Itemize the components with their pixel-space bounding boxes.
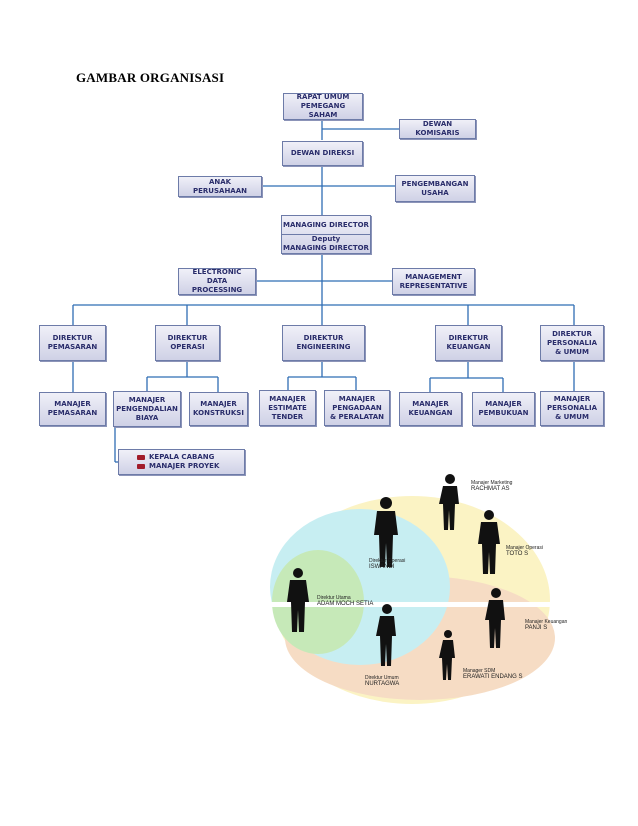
manajer-pembukuan-box[interactable]: MANAJER PEMBUKUAN <box>472 392 535 426</box>
manajer-personalia-box[interactable]: MANAJER PERSONALIA & UMUM <box>540 391 604 426</box>
manajer-keuangan-box[interactable]: MANAJER KEUANGAN <box>399 392 462 426</box>
direktur-operasi-box[interactable]: DIREKTUR OPERASI <box>155 325 220 361</box>
mgr-personalia-line2: PERSONALIA <box>546 404 598 412</box>
direktur-keuangan-box[interactable]: DIREKTUR KEUANGAN <box>435 325 502 361</box>
edp-line1: ELECTRONIC <box>192 268 242 276</box>
mgr-estimate-line2: ESTIMATE <box>268 403 307 412</box>
direksi-box[interactable]: DEWAN DIREKSI <box>282 141 363 166</box>
mr-line2: REPRESENTATIVE <box>399 281 468 290</box>
mgr-pengadaan-line3: & PERALATAN <box>329 412 385 421</box>
edp-line2: DATA PROCESSING <box>191 277 243 294</box>
person-direktur-utama <box>287 568 309 632</box>
red-marker-icon <box>137 455 145 460</box>
legend-manajer-proyek: MANAJER PROYEK <box>149 462 220 470</box>
person-manajer-keuangan <box>485 588 505 648</box>
direktur-personalia-box[interactable]: DIREKTUR PERSONALIA & UMUM <box>540 325 604 361</box>
person-direktur-operasi <box>374 497 398 567</box>
mgr-pengadaan-line2: PENGADAAN <box>332 403 382 412</box>
person-manajer-operasi <box>478 510 500 574</box>
mgr-keuangan-line2: KEUANGAN <box>408 409 453 417</box>
red-marker-icon <box>137 464 145 469</box>
deputy-line2: MANAGING DIRECTOR <box>283 244 369 252</box>
deputy-line1: Deputy <box>311 235 341 243</box>
komisaris-box[interactable]: DEWAN KOMISARIS <box>399 119 476 139</box>
rups-box[interactable]: RAPAT UMUM PEMEGANG SAHAM <box>283 93 363 120</box>
mgr-personalia-line1: MANAJER <box>553 395 591 403</box>
legend-kepala-cabang: KEPALA CABANG <box>149 453 215 461</box>
mgr-keuangan-line1: MANAJER <box>412 400 449 408</box>
dir-operasi-line1: DIREKTUR <box>167 334 208 342</box>
direktur-engineering-box[interactable]: DIREKTUR ENGINEERING <box>282 325 365 361</box>
person-manajer-marketing <box>439 474 459 530</box>
manajer-pemasaran-box[interactable]: MANAJER PEMASARAN <box>39 392 106 426</box>
management-rep-box[interactable]: MANAGEMENT REPRESENTATIVE <box>392 268 475 295</box>
mgr-konstruksi-line1: MANAJER <box>200 400 237 408</box>
mgr-pembukuan-line2: PEMBUKUAN <box>478 409 529 417</box>
mgr-pengadaan-line1: MANAJER <box>338 394 376 403</box>
mgr-pengendalian-line2: PENGENDALIAN <box>116 404 178 413</box>
legend-row-kepala-cabang: KEPALA CABANG <box>137 453 214 462</box>
mgr-estimate-line3: TENDER <box>271 412 304 421</box>
rups-line1: RAPAT UMUM <box>296 93 350 101</box>
mr-line1: MANAGEMENT <box>405 272 462 281</box>
manajer-konstruksi-box[interactable]: MANAJER KONSTRUKSI <box>189 392 248 426</box>
dir-keuangan-line2: KEUANGAN <box>446 343 491 351</box>
mgr-estimate-line1: MANAJER <box>269 394 306 403</box>
direksi-label: DEWAN DIREKSI <box>290 149 355 157</box>
dir-keuangan-line1: DIREKTUR <box>448 334 489 342</box>
legend-row-manajer-proyek: MANAJER PROYEK <box>137 462 219 471</box>
md-label: MANAGING DIRECTOR <box>283 220 369 229</box>
dir-personalia-line2: PERSONALIA <box>546 338 598 347</box>
dir-pemasaran-line1: DIREKTUR <box>52 334 93 342</box>
dir-operasi-line2: OPERASI <box>170 343 205 351</box>
legend-box: KEPALA CABANG MANAJER PROYEK <box>118 449 245 475</box>
dir-engineering-line1: DIREKTUR <box>303 334 344 342</box>
mgr-pemasaran-line1: MANAJER <box>54 400 91 408</box>
dir-pemasaran-line2: PEMASARAN <box>47 343 98 351</box>
team-ellipses <box>265 474 595 704</box>
person-manager-sdm <box>439 630 455 680</box>
person-direktur-umum <box>376 604 396 666</box>
mgr-personalia-line3: & UMUM <box>555 413 589 421</box>
pengembangan-box[interactable]: PENGEMBANGAN USAHA <box>395 175 475 202</box>
managing-director-box[interactable]: MANAGING DIRECTOR Deputy MANAGING DIRECT… <box>281 215 371 254</box>
dir-engineering-line2: ENGINEERING <box>296 343 351 351</box>
direktur-pemasaran-box[interactable]: DIREKTUR PEMASARAN <box>39 325 106 361</box>
manajer-pengadaan-box[interactable]: MANAJER PENGADAAN & PERALATAN <box>324 390 390 426</box>
mgr-pengendalian-line1: MANAJER <box>128 395 166 404</box>
anak-label: ANAK PERUSAHAAN <box>193 177 247 195</box>
mgr-pengendalian-line3: BIAYA <box>135 413 159 422</box>
anak-perusahaan-box[interactable]: ANAK PERUSAHAAN <box>178 176 262 197</box>
page-title: GAMBAR ORGANISASI <box>76 70 225 85</box>
edp-box[interactable]: ELECTRONIC DATA PROCESSING <box>178 268 256 295</box>
mgr-pembukuan-line1: MANAJER <box>485 400 522 408</box>
dir-personalia-line1: DIREKTUR <box>552 329 592 338</box>
mgr-pemasaran-line2: PEMASARAN <box>47 409 98 417</box>
komisaris-label: DEWAN KOMISARIS <box>415 120 460 137</box>
pengembangan-line1: PENGEMBANGAN <box>401 179 469 188</box>
pengembangan-line2: USAHA <box>421 188 449 197</box>
manajer-pengendalian-box[interactable]: MANAJER PENGENDALIAN BIAYA <box>113 391 181 427</box>
manajer-estimate-box[interactable]: MANAJER ESTIMATE TENDER <box>259 390 316 426</box>
dir-personalia-line3: & UMUM <box>555 347 589 356</box>
mgr-konstruksi-line2: KONSTRUKSI <box>193 409 244 417</box>
rups-line2: PEMEGANG SAHAM <box>300 102 346 119</box>
